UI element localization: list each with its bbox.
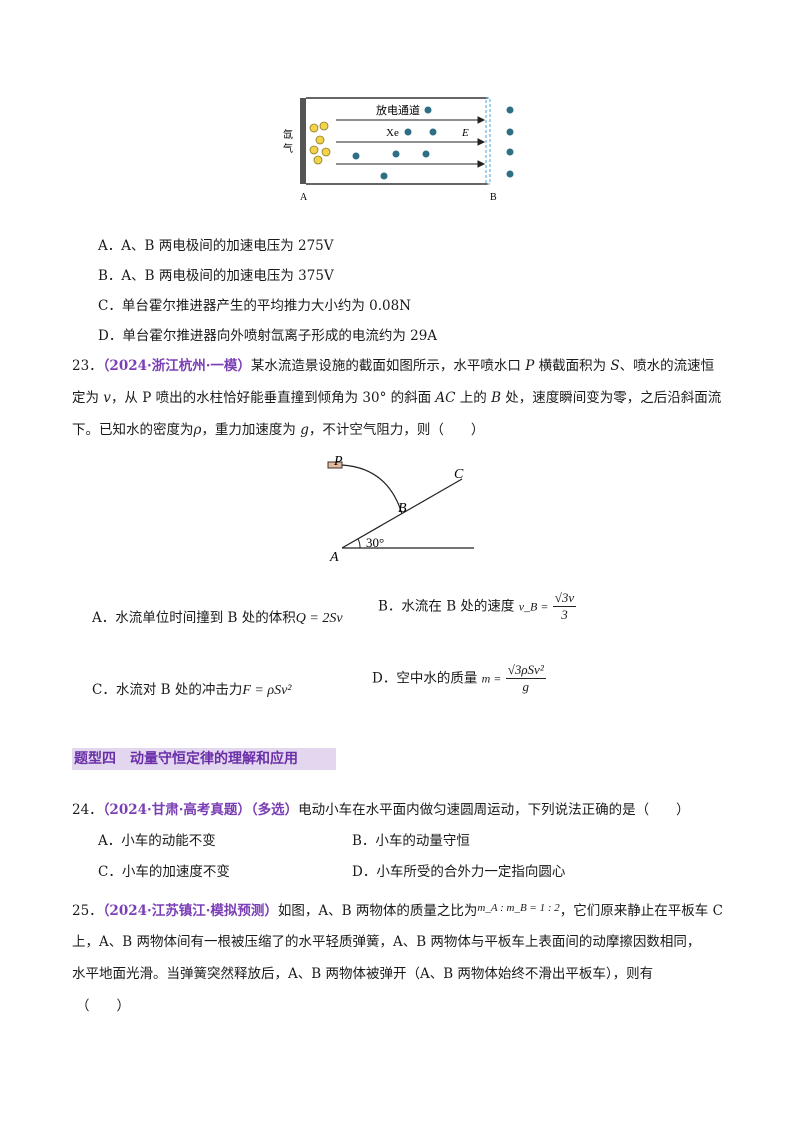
- angle-arc: [357, 538, 361, 549]
- q23-number: 23．: [72, 358, 103, 374]
- q22-option-c[interactable]: C．单台霍尔推进器产生的平均推力大小约为 0.08N: [98, 298, 411, 314]
- gas-label-1: 氙: [283, 128, 293, 141]
- q24-option-c[interactable]: C．小车的加速度不变: [98, 864, 230, 880]
- discharge-channel-figure: 放电通道 Xe E 氙 气 A B: [283, 97, 514, 203]
- label-p: P: [333, 454, 343, 469]
- q25-stem-line-3: 水平地面光滑。当弹簧突然释放后，A、B 两物体被弹开（A、B 两物体始终不滑出平…: [72, 966, 654, 982]
- xe-label: Xe: [386, 127, 399, 139]
- q25-mass-ratio: m_A : m_B = 1 : 2: [477, 902, 560, 914]
- label-c: C: [454, 467, 464, 482]
- channel-title: 放电通道: [376, 103, 420, 117]
- q25-number: 25．: [72, 903, 103, 919]
- q23-source: （2024·浙江杭州·一模）: [102, 358, 251, 374]
- xenon-atoms: [309, 121, 331, 165]
- q23-stem-line-2: 定为 v，从 P 喷出的水柱恰好能垂直撞到倾角为 30° 的斜面 AC 上的 B…: [72, 390, 722, 406]
- e-label: E: [461, 127, 469, 139]
- q23-c-formula: F = ρSv²: [242, 683, 292, 698]
- q22-option-d[interactable]: D．单台霍尔推进器向外喷射氙离子形成的电流约为 29A: [98, 328, 438, 344]
- field-arrows: [336, 116, 486, 168]
- q24-option-d[interactable]: D．小车所受的合外力一定指向圆心: [352, 864, 566, 880]
- q24-stem: 24．（2024·甘肃·高考真题）（多选）电动小车在水平面内做匀速圆周运动，下列…: [72, 802, 690, 818]
- electrode-a: [300, 98, 306, 184]
- electrode-b: [485, 97, 491, 185]
- q25-stem-line-4: （ ）: [76, 998, 130, 1014]
- q24-source: （2024·甘肃·高考真题）（多选）: [102, 802, 299, 818]
- label-a-point: A: [329, 550, 339, 565]
- q23-stem-line-3: 下。已知水的密度为ρ，重力加速度为 g，不计空气阻力，则（ ）: [72, 422, 485, 438]
- q22-option-b[interactable]: B．A、B 两电极间的加速电压为 375V: [98, 268, 334, 284]
- label-b: B: [490, 192, 497, 203]
- q23-stem-line-1: 23．（2024·浙江杭州·一模）某水流造景设施的截面如图所示，水平喷水口 P …: [72, 358, 715, 374]
- q23-option-a[interactable]: A．水流单位时间撞到 B 处的体积Q = 2Sv: [92, 610, 343, 626]
- incline-figure: P B C A 30°: [327, 454, 474, 565]
- xenon-ions: [352, 106, 514, 180]
- q23-a-formula: Q = 2Sv: [295, 611, 343, 626]
- q24-number: 24．: [72, 802, 103, 818]
- gas-label-2: 气: [283, 142, 293, 155]
- q25-source: （2024·江苏镇江·模拟预测）: [102, 903, 278, 919]
- q25-stem-line-2: 上，A、B 两物体间有一根被压缩了的水平轻质弹簧，A、B 两物体与平板车上表面间…: [72, 934, 701, 950]
- q22-option-a[interactable]: A．A、B 两电极间的加速电压为 275V: [98, 238, 334, 254]
- label-b-point: B: [398, 501, 407, 516]
- q25-stem-line-1: 25．（2024·江苏镇江·模拟预测）如图，A、B 两物体的质量之比为m_A :…: [72, 902, 723, 919]
- q24-option-b[interactable]: B．小车的动量守恒: [352, 833, 470, 849]
- q24-option-a[interactable]: A．小车的动能不变: [98, 833, 216, 849]
- section-header: 题型四 动量守恒定律的理解和应用: [72, 748, 336, 770]
- water-arc: [341, 464, 403, 515]
- angle-label: 30°: [366, 535, 384, 550]
- incline-ac: [341, 478, 463, 549]
- q23-option-c[interactable]: C．水流对 B 处的冲击力F = ρSv²: [92, 682, 292, 698]
- label-a: A: [300, 192, 308, 203]
